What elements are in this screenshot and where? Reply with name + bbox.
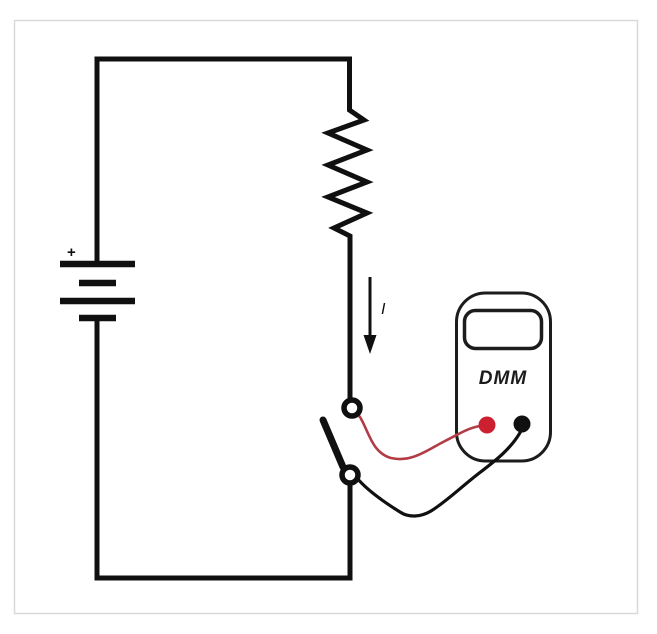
- dmm-red-jack: [478, 416, 496, 434]
- wire-bottom-return: [94, 315, 353, 581]
- battery-polarity-label: +: [67, 244, 76, 261]
- dmm-black-jack: [513, 415, 531, 433]
- battery-icon: +: [60, 244, 135, 322]
- multimeter-icon: DMM: [455, 291, 552, 463]
- red-test-lead: [354, 410, 482, 461]
- switch-terminal-bottom: [339, 464, 361, 486]
- current-arrow-head: [363, 335, 377, 354]
- black-test-lead: [355, 429, 523, 518]
- current-label: I: [381, 301, 386, 318]
- current-arrow-icon: [363, 277, 377, 354]
- dmm-display: [462, 308, 544, 351]
- switch-lever: [319, 416, 347, 471]
- open-switch-icon: [319, 397, 363, 486]
- dmm-label: DMM: [479, 368, 528, 389]
- switch-terminal-top: [341, 397, 363, 419]
- wire-top-and-resistor: [94, 56, 374, 400]
